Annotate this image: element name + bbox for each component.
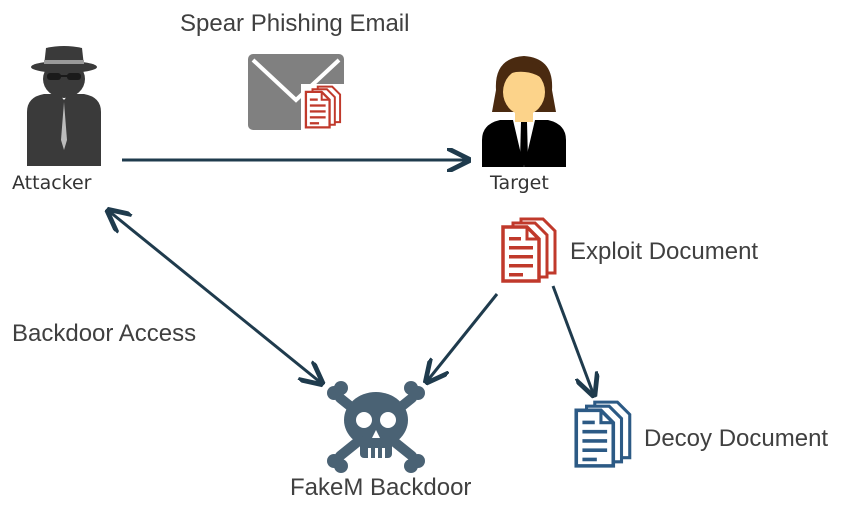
- target-label: Target: [490, 172, 549, 194]
- skull-crossbones-icon: [327, 381, 425, 473]
- arrow-exploit-to-fakem: [428, 293, 499, 380]
- arrow-exploit-to-decoy: [551, 285, 593, 393]
- red-document-icon: [501, 217, 557, 283]
- businessman-icon: [482, 56, 566, 167]
- decoy-document-label: Decoy Document: [644, 425, 829, 452]
- fakem-backdoor-label: FakeM Backdoor: [290, 474, 472, 501]
- attacker-label: Attacker: [12, 172, 92, 194]
- spy-icon: [27, 46, 101, 166]
- email-label: Spear Phishing Email: [180, 10, 410, 37]
- arrow-backdoor-access: [110, 212, 320, 382]
- blue-document-icon: [574, 400, 632, 468]
- backdoor-access-label: Backdoor Access: [12, 320, 197, 347]
- envelope-icon: [248, 54, 345, 130]
- exploit-document-label: Exploit Document: [570, 238, 759, 265]
